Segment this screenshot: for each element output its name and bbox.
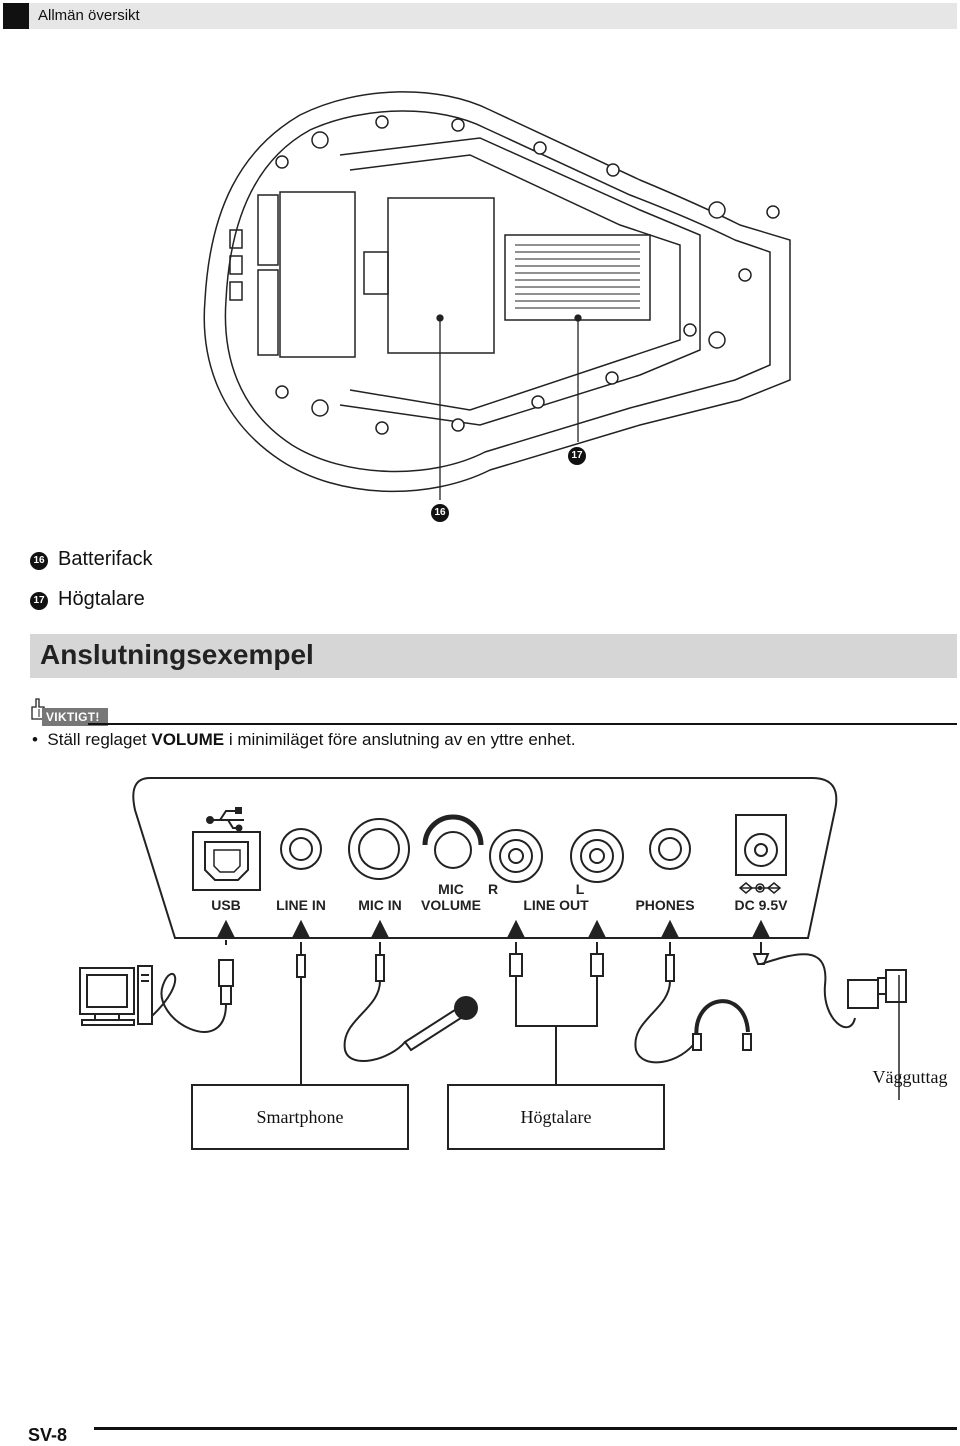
header-marker <box>3 3 29 29</box>
bullet-dot: • <box>32 730 48 749</box>
important-divider <box>88 723 957 725</box>
speakers-label: Högtalare <box>521 1107 592 1127</box>
usb-cable <box>151 959 234 1033</box>
connection-diagram: USB LINE IN MIC IN MIC VOLUME R L LINE O… <box>79 777 948 1150</box>
label-line-out: LINE OUT <box>523 897 589 913</box>
line-out-cables <box>509 942 604 1090</box>
speakers-box <box>447 1084 665 1150</box>
label-l: L <box>576 881 585 897</box>
important-text-part: i minimiläget före anslutning av en yttr… <box>224 730 576 749</box>
label-dc: DC 9.5V <box>735 897 789 913</box>
footer-rule <box>94 1427 957 1430</box>
important-text-bold: VOLUME <box>151 730 225 749</box>
legend-item-speaker: 17 Högtalare <box>30 588 145 611</box>
dc-polarity-icon <box>738 882 782 894</box>
page-header: Allmän översikt <box>3 3 957 29</box>
label-mic: MIC <box>438 881 464 897</box>
headphones-icon <box>692 999 752 1051</box>
rear-panel <box>132 777 838 939</box>
header-title: Allmän översikt <box>38 7 140 24</box>
phones-jack <box>649 828 691 870</box>
section-header: Anslutningsexempel <box>30 634 957 678</box>
headphones-cable <box>634 942 698 1064</box>
usb-symbol-icon <box>206 807 244 832</box>
mic-in-jack <box>348 818 410 880</box>
line-in-cable <box>296 942 306 1090</box>
legend-number: 17 <box>30 592 48 610</box>
mic-volume-knob <box>422 814 484 846</box>
dc-jack <box>735 814 787 876</box>
legend-label: Batterifack <box>58 548 153 570</box>
legend-number: 16 <box>30 552 48 570</box>
label-mic-in: MIC IN <box>358 897 402 913</box>
page-number: SV-8 <box>28 1425 68 1445</box>
power-adapter-icon <box>847 969 907 1100</box>
label-usb: USB <box>211 897 241 913</box>
power-cable <box>752 942 856 1029</box>
keyboard-bottom-illustration <box>203 91 791 500</box>
microphone-cable <box>343 942 406 1063</box>
important-text: • Ställ reglaget VOLUME i minimiläget fö… <box>32 730 576 750</box>
label-volume: VOLUME <box>421 897 481 913</box>
line-out-l-jack <box>570 829 624 883</box>
line-out-r-jack <box>489 829 543 883</box>
line-in-jack <box>280 828 322 870</box>
smartphone-label: Smartphone <box>257 1107 344 1127</box>
microphone-icon <box>403 996 478 1052</box>
callout-17: 17 <box>568 447 586 465</box>
smartphone-box <box>191 1084 409 1150</box>
computer-icon <box>79 965 153 1026</box>
label-r: R <box>488 881 498 897</box>
label-line-in: LINE IN <box>276 897 326 913</box>
important-text-part: Ställ reglaget <box>47 730 152 749</box>
connection-arrows <box>216 919 771 945</box>
legend-label: Högtalare <box>58 588 145 610</box>
label-phones: PHONES <box>635 897 694 913</box>
callout-16: 16 <box>431 504 449 522</box>
usb-port <box>192 831 261 891</box>
important-badge: VIKTIGT! <box>42 708 108 726</box>
section-title: Anslutningsexempel <box>40 639 314 670</box>
legend-item-battery: 16 Batterifack <box>30 548 152 571</box>
outlet-label: Vägguttag <box>873 1067 948 1087</box>
